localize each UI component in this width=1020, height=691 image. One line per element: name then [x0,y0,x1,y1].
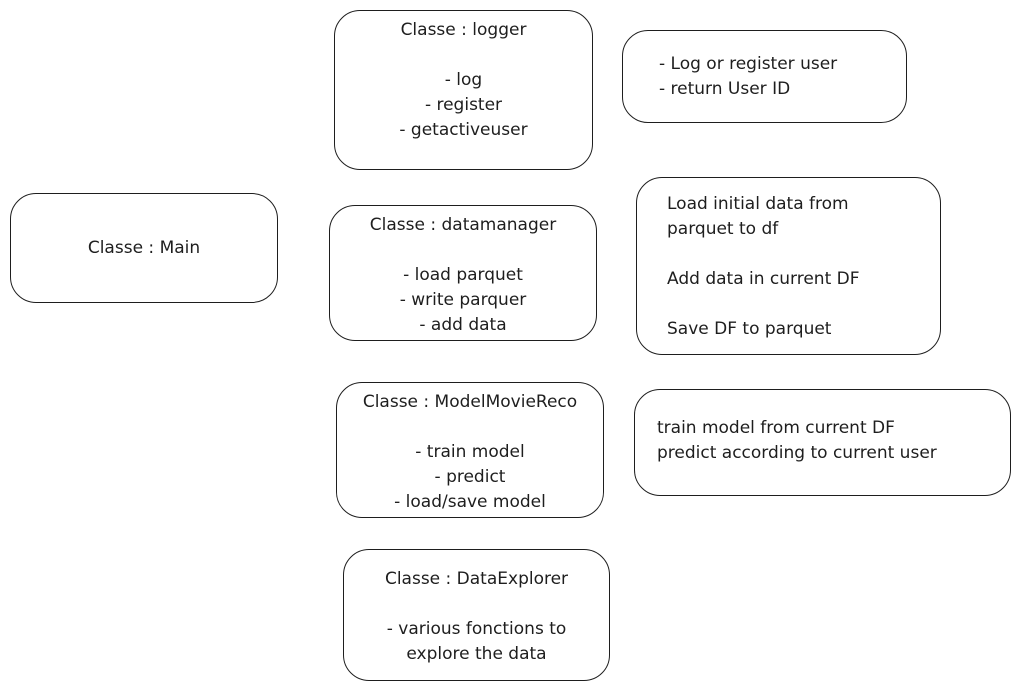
class-modelmoviereco-box: Classe : ModelMovieReco - train model - … [336,382,604,518]
logger-description-box: - Log or register user - return User ID [622,30,907,123]
logger-description-text: - Log or register user - return User ID [659,54,838,99]
model-description-text: train model from current DF predict acco… [657,418,937,463]
class-modelmoviereco-text: Classe : ModelMovieReco - train model - … [362,392,578,512]
datamanager-description-box: Load initial data from parquet to df Add… [636,177,941,355]
class-logger-text: Classe : logger - log - register - getac… [399,20,528,140]
class-datamanager-box: Classe : datamanager - load parquet - wr… [329,205,597,341]
class-dataexplorer-box: Classe : DataExplorer - various fonction… [343,549,610,681]
class-logger-box: Classe : logger - log - register - getac… [334,10,593,170]
class-main-box: Classe : Main [10,193,278,303]
class-main-text: Classe : Main [87,237,201,258]
class-dataexplorer-text: Classe : DataExplorer - various fonction… [384,569,569,664]
datamanager-description-text: Load initial data from parquet to df Add… [667,194,860,339]
model-description-box: train model from current DF predict acco… [634,389,1011,496]
class-datamanager-text: Classe : datamanager - load parquet - wr… [369,215,557,335]
